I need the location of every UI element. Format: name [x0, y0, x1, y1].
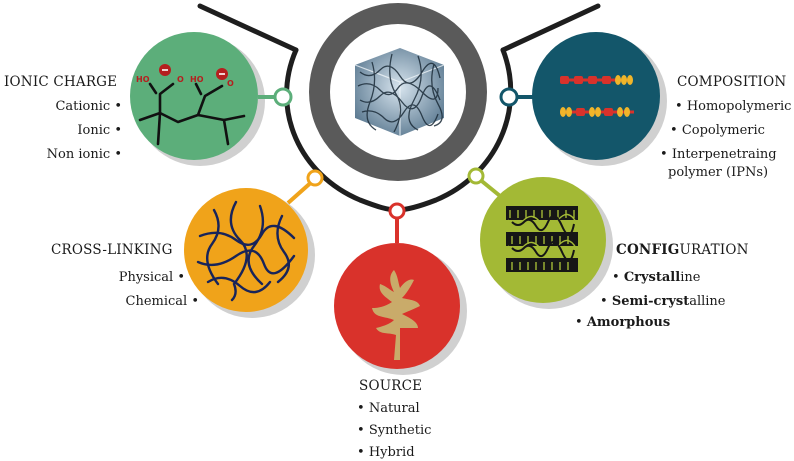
config-item-crystalline-rest: ine	[680, 270, 701, 285]
composition-node	[499, 32, 667, 166]
cross-linking-title: CROSS-LINKING	[51, 242, 173, 258]
config-item-semi-rest: alline	[689, 294, 726, 309]
cross-linking-node	[184, 169, 324, 318]
composition-item-homopolymeric-label: Homopolymeric	[686, 99, 792, 114]
config-item-amorphous-label: Amorphous	[586, 315, 671, 330]
source-item-natural: • Natural	[357, 401, 420, 416]
ionic-item-cationic: Cationic •	[55, 99, 122, 114]
ionic-junction	[273, 87, 293, 107]
cross-linking-title-bold: CROSS-LINK	[51, 242, 145, 258]
composition-item-ipn: • Interpenetraing	[660, 147, 777, 162]
source-junction	[388, 202, 406, 220]
o-label-1: O	[177, 75, 184, 84]
ionic-item-nonionic-label: Non ionic	[46, 147, 111, 162]
cross-linking-title-rest: ING	[144, 242, 173, 258]
seaweed-icon	[372, 270, 420, 360]
ionic-charge-node: HO O HO O	[130, 32, 293, 166]
crystalline-structure-icon	[506, 206, 578, 272]
source-item-synthetic-label: Synthetic	[368, 423, 432, 438]
config-item-crystalline-bold: Crystall	[623, 270, 681, 285]
crosslink-item-chemical: Chemical •	[125, 294, 200, 309]
crosslink-item-chemical-label: Chemical	[125, 294, 188, 309]
config-item-semicrystalline: • Semi-crystalline	[600, 294, 726, 309]
o-label-2: O	[227, 79, 234, 88]
homopolymer-chain-icon	[560, 75, 633, 85]
composition-item-copolymeric-label: Copolymeric	[681, 123, 765, 138]
composition-item-copolymeric: • Copolymeric	[670, 123, 765, 138]
ionic-item-ionic-label: Ionic	[77, 123, 111, 138]
configuration-connector	[476, 176, 507, 202]
composition-item-ipn-label: Interpenetraing	[671, 147, 777, 162]
source-item-natural-label: Natural	[368, 401, 420, 416]
ho-label-2: HO	[190, 75, 204, 84]
composition-title: COMPOSITION	[677, 74, 787, 90]
crosslink-junction	[306, 169, 324, 187]
hydrogel-cube-icon	[354, 48, 445, 136]
configuration-title-bold: CONFIG	[616, 242, 680, 258]
left-top-line	[197, 3, 299, 53]
source-title: SOURCE	[359, 378, 423, 394]
crosslink-item-physical: Physical •	[118, 270, 185, 285]
configuration-junction	[467, 167, 485, 185]
composition-item-ipn-cont: polymer (IPNs)	[668, 165, 769, 180]
ho-label-1: HO	[136, 75, 150, 84]
ionic-item-ionic: Ionic •	[77, 123, 122, 138]
source-item-hybrid: • Hybrid	[357, 445, 415, 460]
source-item-hybrid-label: Hybrid	[368, 445, 415, 460]
ionic-icon-labels: HO O HO O	[136, 75, 234, 88]
composition-circle	[532, 32, 660, 160]
right-top-line	[500, 3, 601, 53]
crosslink-item-physical-label: Physical	[118, 270, 174, 285]
crosslink-network-icon	[196, 200, 296, 302]
ionic-item-nonionic: Non ionic •	[46, 147, 122, 162]
source-node	[334, 202, 467, 375]
carboxylic-acid-icon	[138, 82, 246, 146]
ionic-charge-title: IONIC CHARGE	[4, 74, 118, 90]
configuration-node	[467, 167, 613, 309]
config-item-semi-bold: Semi-cryst	[611, 294, 690, 309]
config-item-crystalline: • Crystalline	[612, 270, 701, 285]
configuration-title-rest: URATION	[679, 242, 749, 258]
ionic-circle	[130, 32, 258, 160]
composition-junction	[499, 87, 519, 107]
copolymer-chain-icon	[560, 107, 634, 117]
ionic-item-cationic-label: Cationic	[55, 99, 111, 114]
configuration-title: CONFIGURATION	[616, 242, 749, 258]
source-item-synthetic: • Synthetic	[357, 423, 432, 438]
center-hub	[309, 3, 487, 181]
negative-charge-icons	[159, 64, 228, 80]
config-item-amorphous: • Amorphous	[575, 315, 671, 330]
composition-item-homopolymeric: • Homopolymeric	[675, 99, 792, 114]
